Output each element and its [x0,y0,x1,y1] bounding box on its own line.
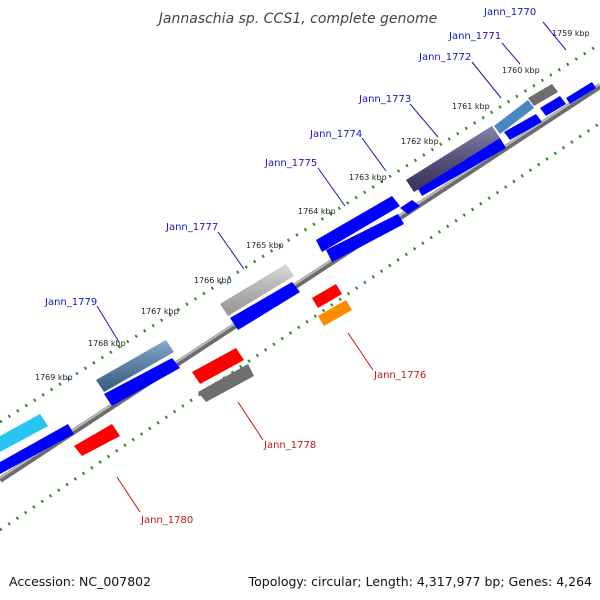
kbp-label: 1765 kbp [246,241,284,250]
leader-line [96,305,120,343]
gene-label-jann-1777[interactable]: Jann_1777 [165,222,218,233]
cds-block[interactable] [416,138,506,196]
leader-line [217,231,245,270]
gene-feature-jann-1776[interactable] [318,300,352,326]
cds-block[interactable] [504,114,542,140]
kbp-scale: 1759 kbp 1760 kbp 1761 kbp 1762 kbp 1763… [35,29,590,382]
gene-label-jann-1774[interactable]: Jann_1774 [309,129,362,140]
gene-label-jann-1773[interactable]: Jann_1773 [358,94,411,105]
map-title: Jannaschia sp. CCS1, complete genome [156,11,437,27]
gene-feature-partial[interactable] [0,414,48,452]
gene-label-jann-1779[interactable]: Jann_1779 [44,297,97,308]
leader-line [471,61,502,99]
gene-feature-jann-1770[interactable] [528,84,558,106]
cds-block[interactable] [230,282,300,330]
gene-feature-jann-1774[interactable] [316,196,400,252]
leader-line [409,103,439,138]
gene-label-jann-1776[interactable]: Jann_1776 [373,370,426,381]
kbp-label: 1764 kbp [298,207,336,216]
kbp-label: 1767 kbp [141,307,179,316]
kbp-label: 1769 kbp [35,373,73,382]
gene-feature-red[interactable] [312,284,342,308]
gene-label-jann-1772[interactable]: Jann_1772 [418,52,471,63]
topology-summary: Topology: circular; Length: 4,317,977 bp… [248,574,592,589]
cds-block[interactable] [540,96,566,116]
kbp-label: 1761 kbp [452,102,490,111]
cds-block[interactable] [0,424,74,474]
gene-label-jann-1771[interactable]: Jann_1771 [448,31,501,42]
feature-track [0,84,558,452]
forward-gene-labels: Jann_1770 Jann_1771 Jann_1772 Jann_1773 … [44,7,567,343]
leader-line [542,21,567,51]
gene-label-jann-1780[interactable]: Jann_1780 [140,515,193,526]
leader-line [116,476,141,513]
cds-block[interactable] [326,214,404,262]
leader-line [361,137,387,172]
accession-label: Accession: NC_007802 [9,574,152,589]
cds-block[interactable] [566,82,596,104]
leader-line [501,42,521,65]
kbp-label: 1762 kbp [401,137,439,146]
cds-forward-track [0,82,596,474]
reverse-track [74,284,352,456]
genome-backbone-highlight [0,83,600,479]
inner-tick-ring [0,121,600,532]
cds-block[interactable] [400,200,420,214]
cds-block[interactable] [104,358,180,406]
leader-line [237,401,264,441]
kbp-label: 1760 kbp [502,66,540,75]
kbp-label: 1759 kbp [552,29,590,38]
kbp-label: 1763 kbp [349,173,387,182]
gene-feature-jann-1780[interactable] [74,424,120,456]
outer-tick-ring [0,42,600,424]
leader-line [347,332,374,371]
gene-label-jann-1775[interactable]: Jann_1775 [264,158,317,169]
gene-feature-red[interactable] [192,348,244,384]
leader-line [317,167,346,207]
gene-feature-jann-1778[interactable] [198,364,254,402]
kbp-label: 1766 kbp [194,276,232,285]
genome-backbone [0,83,600,483]
gene-feature-jann-1771[interactable] [494,100,534,134]
gene-label-jann-1778[interactable]: Jann_1778 [263,440,316,451]
kbp-label: 1768 kbp [88,339,126,348]
gene-label-jann-1770[interactable]: Jann_1770 [483,7,536,18]
reverse-gene-labels: Jann_1776 Jann_1778 Jann_1780 [116,332,426,526]
